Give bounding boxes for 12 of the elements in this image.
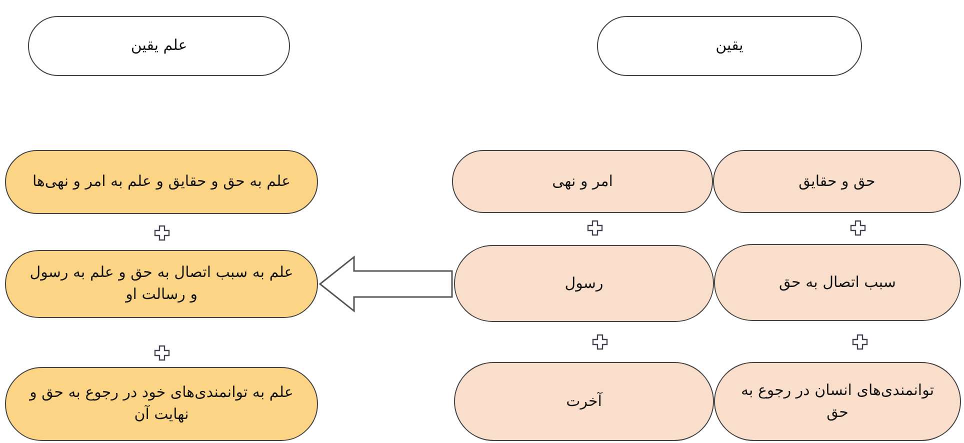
node-text: سبب اتصال به حق <box>779 272 896 293</box>
node-text: علم یقین <box>130 35 188 56</box>
node-text: علم به توانمندی‌های خود در رجوع به حق و نهایت آن <box>28 382 294 425</box>
node-text: حق و حقایق <box>798 170 876 192</box>
node-text: رسول <box>564 272 604 294</box>
node-text: علم به حق و حقایق و علم به امر و نهی‌ها <box>32 171 291 192</box>
node-text: علم به سبب اتصال به حق و علم به رسول و رسالت او <box>28 262 294 305</box>
block-arrow <box>318 255 453 313</box>
node-text: توانمندی‌های انسان در رجوع به حق <box>740 380 936 423</box>
node-text: یقین <box>716 35 744 56</box>
node-text: امر و نهی <box>552 170 613 192</box>
node-text: آخرت <box>566 390 602 412</box>
